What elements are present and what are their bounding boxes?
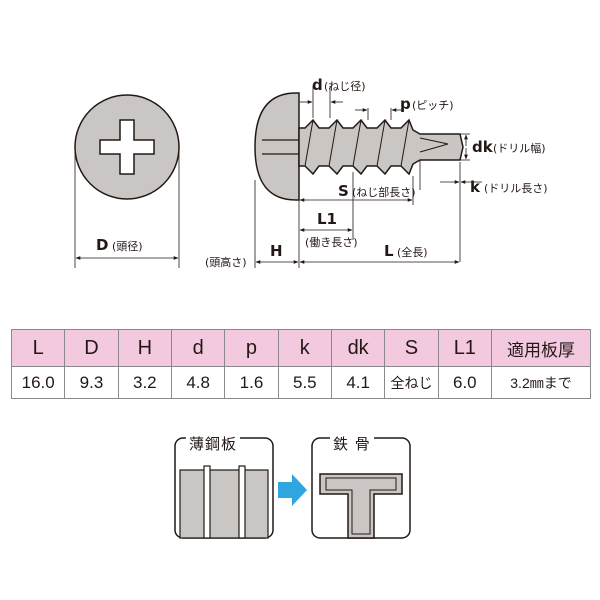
head-height-jp-label: (頭高さ) (205, 255, 247, 269)
l-label: L (384, 242, 394, 260)
k-label: k (470, 178, 481, 196)
d-jp-label: (ねじ径) (324, 80, 366, 93)
steel-frame-label: 鉄 骨 (330, 433, 374, 454)
value-cell: 9.3 (64, 366, 119, 399)
header-cell: k (277, 329, 332, 367)
spec-value-row: 16.0 9.3 3.2 4.8 1.6 5.5 4.1 全ねじ 6.0 3.2… (10, 366, 591, 399)
value-cell: 全ねじ (384, 366, 439, 399)
header-cell: S (384, 329, 439, 367)
value-cell: 5.5 (277, 366, 332, 399)
screw-side-view (254, 92, 464, 201)
spec-table: L D H d p k dk S L1 適用板厚 16.0 9.3 3.2 4.… (10, 329, 591, 399)
h-label: H (270, 242, 283, 260)
dk-jp-label: (ドリル幅) (493, 142, 546, 155)
l1-label: L1 (317, 210, 337, 228)
s-label: S (338, 182, 349, 200)
header-cell: 適用板厚 (491, 329, 591, 367)
dk-label: dk (472, 138, 494, 156)
arrow-right-icon (278, 474, 307, 506)
value-cell: 4.1 (330, 366, 386, 399)
value-cell: 16.0 (10, 366, 66, 399)
header-cell: dk (330, 329, 386, 367)
phillips-cross-icon (99, 119, 155, 175)
header-cell: d (170, 329, 226, 367)
k-jp-label: (ドリル長さ) (484, 182, 548, 195)
header-cell: D (64, 329, 119, 367)
header-cell: L1 (437, 329, 493, 367)
value-cell: 3.2 (117, 366, 172, 399)
l1-jp-label: (働き長さ) (305, 236, 358, 249)
spec-header-row: L D H d p k dk S L1 適用板厚 (10, 329, 591, 367)
header-cell: H (117, 329, 172, 367)
header-cell: p (224, 329, 279, 367)
value-cell: 3.2㎜まで (491, 366, 591, 399)
value-cell: 6.0 (437, 366, 493, 399)
application-graphic: 薄鋼板 鉄 骨 (170, 430, 430, 540)
d-head-label: D (96, 236, 108, 254)
l-jp-label: (全長) (397, 245, 428, 259)
screw-head-top-view (74, 94, 180, 268)
value-cell: 4.8 (170, 366, 226, 399)
d-label: d (312, 76, 323, 94)
application-shapes (174, 437, 411, 539)
value-cell: 1.6 (224, 366, 279, 399)
thin-steel-label: 薄鋼板 (186, 433, 241, 454)
d-head-jp-label: (頭径) (112, 240, 143, 253)
p-label: p (400, 95, 411, 113)
s-jp-label: (ねじ部長さ) (352, 185, 416, 199)
p-jp-label: (ピッチ) (412, 99, 454, 112)
header-cell: L (10, 329, 66, 367)
screw-dimension-diagram: D (頭径) d (ねじ径) p (ピッチ) dk (ドリル幅) (74, 76, 548, 269)
